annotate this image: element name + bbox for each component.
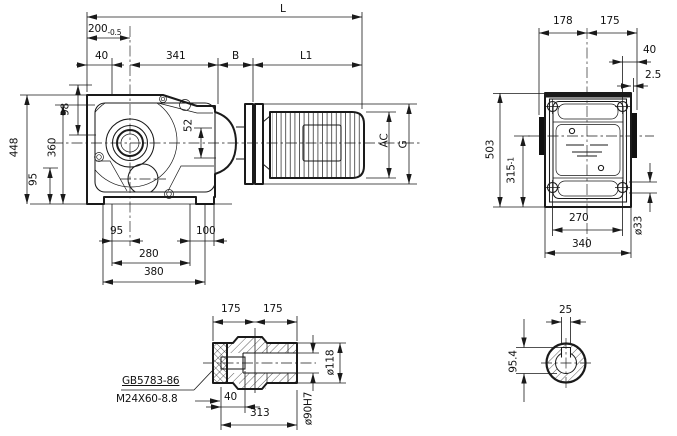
dim-label-175-right: 175 bbox=[263, 303, 283, 315]
dim-label-L1: L1 bbox=[300, 50, 313, 62]
rear-bolt-holes bbox=[545, 99, 630, 195]
retaining-bolt bbox=[220, 356, 246, 370]
shaft-end-centerlines bbox=[541, 338, 592, 391]
motor bbox=[269, 111, 365, 179]
dim-label-340: 340 bbox=[572, 238, 592, 250]
standard-code-label: GB5783-86 bbox=[122, 375, 180, 387]
dim-label-100: 100 bbox=[196, 225, 216, 237]
input-adapter bbox=[236, 103, 271, 185]
shaft-section-view bbox=[121, 316, 346, 430]
top-pad bbox=[557, 103, 619, 120]
top-boss-line bbox=[157, 102, 213, 114]
terminal-box bbox=[302, 124, 342, 162]
dim-label-B: B bbox=[232, 50, 240, 62]
dim-label-313: 313 bbox=[250, 407, 270, 419]
dim-label-AC: AC bbox=[378, 133, 391, 148]
corner-pad-right bbox=[167, 165, 214, 192]
dim-label-178: 178 bbox=[553, 15, 573, 27]
motor-body bbox=[269, 111, 365, 179]
dim-label-40-shaft: 40 bbox=[224, 391, 237, 403]
hollow-shaft-outline bbox=[227, 336, 298, 390]
dim-label-2-5: 2.5 bbox=[645, 69, 662, 81]
top-flange-band bbox=[545, 93, 631, 98]
dim-label-380: 380 bbox=[144, 266, 164, 278]
shaft-end-view bbox=[516, 317, 592, 402]
dim-label-d118: ø118 bbox=[324, 349, 337, 376]
plug-hole-lower bbox=[597, 164, 605, 172]
dim-label-d33: ø33 bbox=[632, 215, 645, 236]
flange-ring-2 bbox=[254, 103, 264, 185]
standard-label-leader bbox=[121, 370, 213, 391]
mid-pad bbox=[555, 124, 621, 176]
dim-label-52: 52 bbox=[182, 119, 195, 132]
dim-label-95-bottom: 95 bbox=[110, 225, 123, 237]
dim-label-95-4: 95.4 bbox=[507, 350, 520, 373]
rear-view bbox=[493, 28, 657, 258]
dim-label-d90H7: ø90H7 bbox=[302, 391, 315, 426]
housing-bolt-holes bbox=[94, 95, 191, 199]
rear-inner-wall bbox=[548, 98, 628, 203]
dim-label-40-top: 40 bbox=[95, 50, 108, 62]
dim-label-175-rear: 175 bbox=[600, 15, 620, 27]
dim-label-175-left: 175 bbox=[221, 303, 241, 315]
dim-label-98: 98 bbox=[59, 103, 72, 116]
dim-label-G: G bbox=[397, 140, 410, 149]
hatching bbox=[213, 337, 297, 389]
dim-label-L: L bbox=[280, 3, 286, 15]
dim-label-200: 200-0.5 bbox=[88, 23, 122, 38]
shaft-end-dimension-lines bbox=[521, 319, 586, 402]
dim-label-95-left: 95 bbox=[27, 173, 40, 186]
secondary-bore bbox=[127, 163, 159, 192]
oil-level-marks bbox=[566, 144, 608, 157]
bottom-pad bbox=[557, 180, 619, 197]
shaft-end-right bbox=[630, 113, 637, 158]
shaft-section-dimension-lines bbox=[121, 319, 343, 428]
boss-arc bbox=[95, 103, 178, 188]
side-view bbox=[20, 12, 420, 285]
shaft-end-left bbox=[539, 117, 546, 155]
rear-face-plate bbox=[552, 100, 624, 200]
face-plate bbox=[94, 102, 216, 193]
dim-label-270: 270 bbox=[569, 212, 589, 224]
plug-hole-upper bbox=[568, 127, 576, 135]
dim-label-280: 280 bbox=[139, 248, 159, 260]
dim-label-448: 448 bbox=[8, 137, 21, 158]
dim-label-360: 360 bbox=[46, 137, 59, 158]
flange-ring-1 bbox=[244, 103, 254, 185]
motor-fins bbox=[272, 113, 362, 177]
dim-label-315: 315-1 bbox=[505, 157, 518, 184]
dim-label-25: 25 bbox=[559, 304, 572, 316]
dim-label-503: 503 bbox=[484, 139, 497, 160]
side-view-dimension-lines bbox=[24, 14, 412, 285]
dim-label-341: 341 bbox=[166, 50, 186, 62]
rear-view-dimension-lines bbox=[497, 30, 653, 256]
bolt-spec-label: M24X60-8.8 bbox=[116, 393, 178, 405]
dim-label-40-rear: 40 bbox=[643, 44, 656, 56]
output-bore bbox=[105, 118, 155, 168]
